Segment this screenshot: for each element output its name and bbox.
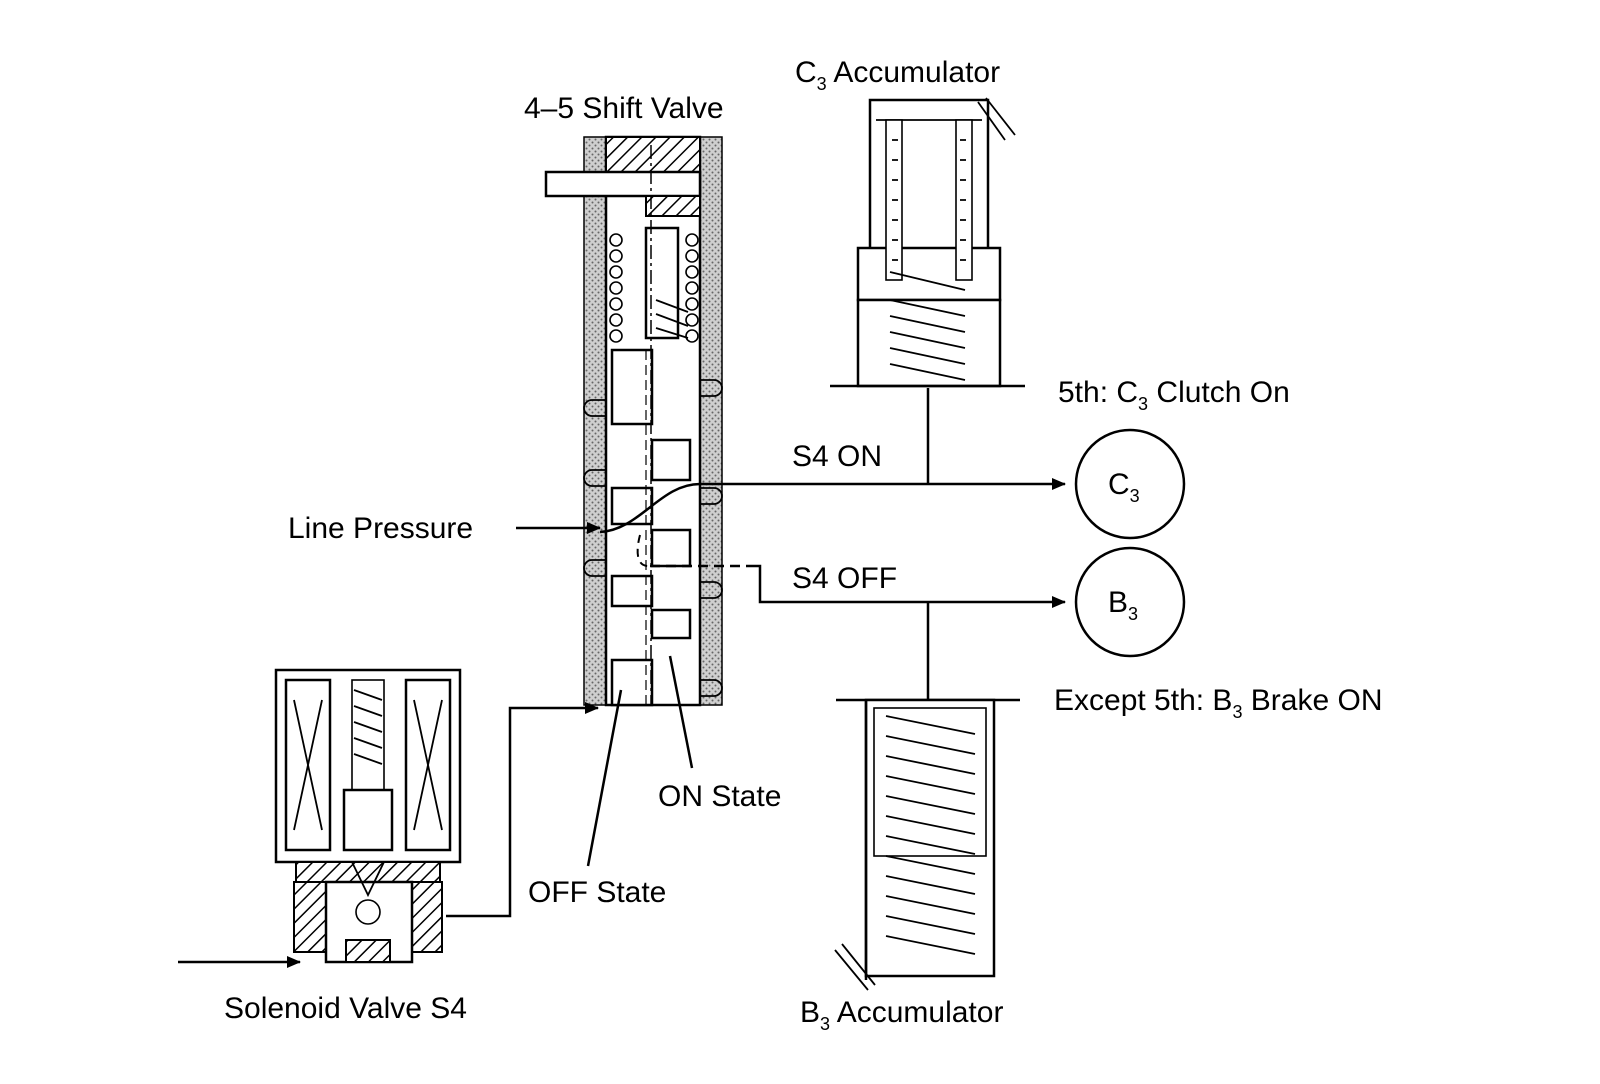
fifth-c3-label: 5th: C3 Clutch On <box>1058 376 1290 414</box>
b3-brake-circle <box>1074 546 1186 658</box>
line-pressure-label: Line Pressure <box>288 512 473 545</box>
solenoid-valve-s4 <box>274 668 462 964</box>
c3-accumulator-label: C3 Accumulator <box>795 56 1000 94</box>
shift-valve <box>544 135 752 707</box>
hydraulic-lines <box>178 388 1066 968</box>
shift-valve-spring <box>609 233 699 343</box>
on-state-leader <box>668 655 694 769</box>
s4-on-label: S4 ON <box>792 440 882 473</box>
shift-valve-label: 4–5 Shift Valve <box>524 92 724 125</box>
c3-circle-label: C3 <box>1108 468 1140 506</box>
b3-accumulator-spring <box>885 715 976 955</box>
c3-clutch-circle <box>1074 428 1186 540</box>
off-state-leader <box>586 689 623 867</box>
b3-accumulator <box>834 698 1020 991</box>
s4-off-label: S4 OFF <box>792 562 897 595</box>
c3-accumulator-spring <box>889 139 966 381</box>
b3-circle-label: B3 <box>1108 586 1138 624</box>
off-state-label: OFF State <box>528 876 666 909</box>
solenoid-label: Solenoid Valve S4 <box>224 992 467 1025</box>
b3-accumulator-label: B3 Accumulator <box>800 996 1003 1034</box>
c3-accumulator <box>830 97 1025 388</box>
except-fifth-b3-label: Except 5th: B3 Brake ON <box>1054 684 1383 722</box>
on-state-label: ON State <box>658 780 781 813</box>
